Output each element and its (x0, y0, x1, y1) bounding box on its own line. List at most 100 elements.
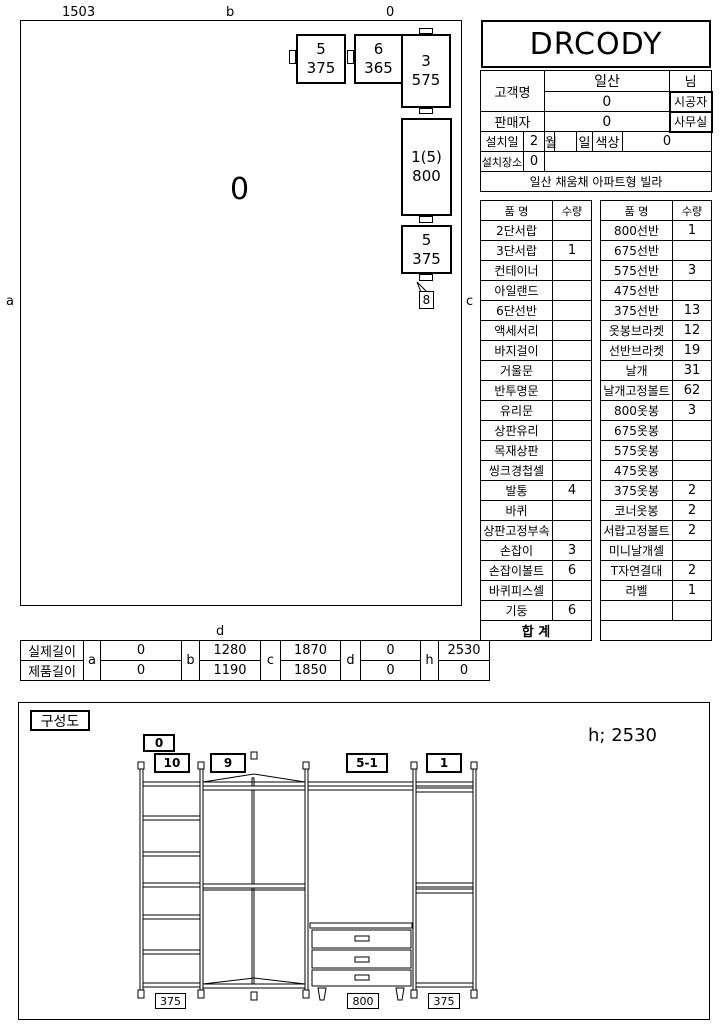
part-qty[interactable]: 1 (672, 580, 712, 601)
composition-tag[interactable]: 0 (143, 734, 175, 752)
plan-top-left-value: 1503 (62, 5, 96, 20)
plan-marker[interactable]: 8 (419, 291, 434, 309)
product-b-value[interactable]: 1190 (199, 660, 261, 681)
part-qty[interactable] (552, 320, 592, 341)
parts-empty-cell[interactable] (672, 600, 712, 621)
part-name: 475옷봉 (600, 460, 673, 481)
install-address[interactable]: 일산 채움채 아파트형 빌라 (479, 171, 713, 192)
install-day[interactable] (554, 131, 577, 152)
part-qty[interactable] (672, 460, 712, 481)
part-qty[interactable]: 2 (672, 560, 712, 581)
parts-row: 575선반 3 (600, 260, 712, 281)
part-qty[interactable] (672, 240, 712, 261)
product-a-value[interactable]: 0 (100, 660, 182, 681)
part-qty[interactable]: 62 (672, 380, 712, 401)
part-qty[interactable] (672, 540, 712, 561)
part-name: 바퀴피스셀 (480, 580, 553, 601)
plan-module[interactable]: 6 365 (354, 34, 403, 84)
actual-length-label: 실제길이 (20, 640, 84, 661)
actual-d-value[interactable]: 0 (360, 640, 421, 661)
part-qty[interactable]: 4 (552, 480, 592, 501)
part-qty[interactable] (552, 260, 592, 281)
part-qty[interactable]: 1 (552, 240, 592, 261)
actual-h-value[interactable]: 2530 (438, 640, 490, 661)
left-shelves (142, 781, 201, 988)
part-qty[interactable] (552, 420, 592, 441)
plan-module[interactable]: 1(5) 800 (401, 118, 452, 216)
plan-module[interactable]: 5 375 (401, 225, 452, 274)
module-number: 5 (421, 230, 432, 249)
module-size: 375 (306, 59, 336, 77)
part-qty[interactable]: 3 (672, 400, 712, 421)
part-qty[interactable]: 2 (672, 480, 712, 501)
part-qty[interactable]: 13 (672, 300, 712, 321)
product-d-value[interactable]: 0 (360, 660, 421, 681)
part-name: 미니날개셀 (600, 540, 673, 561)
part-qty[interactable] (552, 400, 592, 421)
part-qty[interactable]: 3 (672, 260, 712, 281)
composition-tag[interactable]: 10 (154, 753, 190, 773)
part-qty[interactable] (552, 360, 592, 381)
part-qty[interactable]: 1 (672, 220, 712, 241)
parts-row: 서랍고정볼트 2 (600, 520, 712, 541)
part-qty[interactable] (552, 460, 592, 481)
product-h-value[interactable]: 0 (438, 660, 490, 681)
part-qty[interactable]: 2 (672, 500, 712, 521)
install-month[interactable]: 2 (523, 131, 545, 152)
part-qty[interactable] (672, 280, 712, 301)
parts-row: 바퀴 (480, 500, 592, 521)
right-section (415, 781, 474, 988)
part-qty[interactable]: 3 (552, 540, 592, 561)
customer-sub-value[interactable]: 0 (543, 91, 671, 112)
module-handle (419, 216, 433, 223)
part-name: T자연결대 (600, 560, 673, 581)
part-qty[interactable]: 2 (672, 520, 712, 541)
part-qty[interactable]: 12 (672, 320, 712, 341)
actual-c-value[interactable]: 1870 (280, 640, 341, 661)
part-name: 6단선반 (480, 300, 553, 321)
color-value[interactable]: 0 (621, 131, 713, 152)
part-qty[interactable] (672, 420, 712, 441)
parts-row: 유리문 (480, 400, 592, 421)
part-name: 코너옷봉 (600, 500, 673, 521)
part-qty[interactable]: 31 (672, 360, 712, 381)
composition-tag[interactable]: 5-1 (346, 753, 388, 773)
composition-tag[interactable]: 1 (426, 753, 462, 773)
part-qty[interactable] (552, 500, 592, 521)
seller-value[interactable]: 0 (543, 111, 671, 132)
parts-row: 475선반 (600, 280, 712, 301)
part-qty[interactable] (552, 300, 592, 321)
customer-name[interactable]: 일산 (543, 70, 671, 92)
install-place-extra[interactable] (543, 151, 713, 172)
part-qty[interactable] (552, 280, 592, 301)
composition-tag[interactable]: 9 (210, 753, 246, 773)
part-qty[interactable] (552, 440, 592, 461)
parts-row: 날개 31 (600, 360, 712, 381)
parts-row: 800선반 1 (600, 220, 712, 241)
part-name: 컨테이너 (480, 260, 553, 281)
parts-total-value[interactable] (600, 620, 712, 641)
part-qty[interactable] (552, 580, 592, 601)
parts-empty-cell[interactable] (600, 600, 673, 621)
part-qty[interactable]: 6 (552, 560, 592, 581)
actual-b-value[interactable]: 1280 (199, 640, 261, 661)
part-qty[interactable]: 19 (672, 340, 712, 361)
plan-module[interactable]: 3 575 (401, 34, 451, 108)
part-qty[interactable] (672, 440, 712, 461)
part-qty[interactable] (552, 220, 592, 241)
part-qty[interactable] (552, 340, 592, 361)
part-name: 씽크경첩셀 (480, 460, 553, 481)
product-c-value[interactable]: 1850 (280, 660, 341, 681)
post (139, 767, 477, 994)
parts-header-qty: 수량 (552, 200, 592, 221)
parts-row: 라벨 1 (600, 580, 712, 601)
plan-module[interactable]: 5 375 (296, 34, 346, 84)
parts-row: 씽크경첩셀 (480, 460, 592, 481)
part-qty[interactable] (552, 520, 592, 541)
parts-row: 미니날개셀 (600, 540, 712, 561)
install-place-value[interactable]: 0 (523, 151, 545, 172)
actual-a-value[interactable]: 0 (100, 640, 182, 661)
part-qty[interactable] (552, 380, 592, 401)
part-qty[interactable]: 6 (552, 600, 592, 621)
module-number: 3 (421, 52, 431, 70)
